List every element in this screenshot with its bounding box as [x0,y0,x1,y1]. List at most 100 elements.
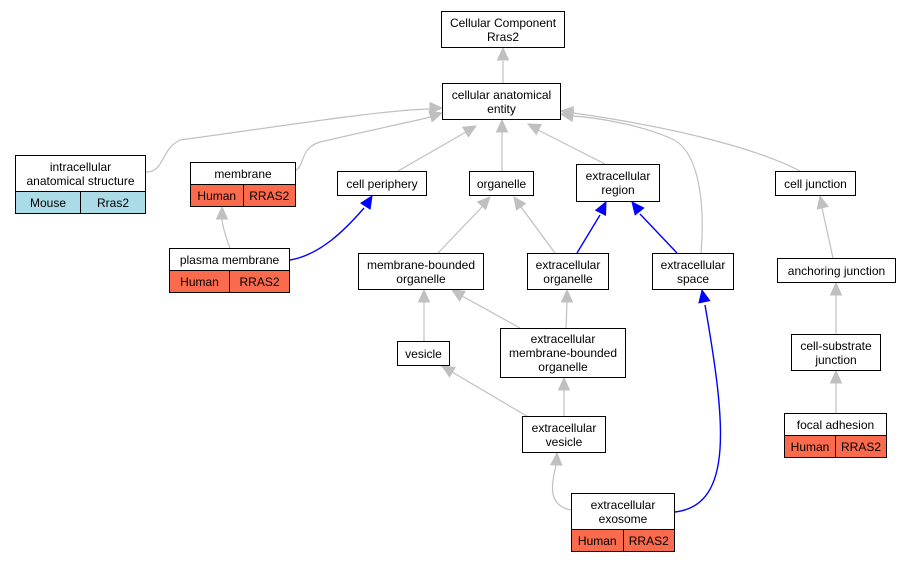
edge-line [437,206,483,254]
node-anchoring[interactable]: anchoring junction [777,258,896,283]
node-label: cell periphery [346,176,418,191]
node-ecregion[interactable]: extracellular region [576,164,660,202]
edge-arrowhead [550,451,563,466]
edge-ecmbo-to-mbo [450,289,521,329]
edge-ecves-to-ecmbo [557,376,571,416]
edge-arrowhead [698,288,711,304]
edge-line [221,218,231,249]
edge-line [295,116,431,171]
node-junction[interactable]: cell junction [775,171,856,196]
edge-arrowhead [496,46,510,61]
edge-vesicle-to-mbo [417,288,431,341]
node-root[interactable]: Cellular Component Rras2 [441,11,565,48]
edge-junction-to-cae [559,105,801,172]
gene-cell: Rras2 [80,192,145,213]
edge-line [145,108,431,173]
edge-focal-to-csj [829,369,843,413]
node-label: anchoring junction [787,263,886,278]
node-cae[interactable]: cellular anatomical entity [442,83,561,120]
node-label: extracellular region [585,169,651,197]
edge-eco-to-organelle [513,196,556,254]
edge-arrowhead [594,200,607,216]
node-label: cellular anatomical entity [451,87,552,116]
node-ecspace[interactable]: extracellular space [652,253,734,290]
edge-arrowhead [215,205,229,220]
edge-line [821,207,834,259]
node-label: plasma membrane [179,252,280,267]
edge-arrowhead [359,194,373,210]
node-label: vesicle [405,346,442,361]
edge-line [576,214,601,254]
edge-arrowhead [450,289,466,302]
edge-line [639,213,678,254]
edge-line [572,112,801,172]
node-label: extracellular space [660,257,726,286]
node-label: extracellular membrane-bounded organelle [508,332,618,374]
species-cell: Human [170,271,229,292]
gene-cell: RRAS2 [229,271,289,292]
edge-arrowhead [440,365,456,378]
edge-arrowhead [429,101,444,115]
node-label: membrane-bounded organelle [366,257,476,286]
edge-line [572,115,703,254]
edge-anchoring-to-junction [816,194,834,259]
gene-cell: RRAS2 [835,436,886,457]
node-eco[interactable]: extracellular organelle [527,253,609,290]
node-label: cell-substrate junction [800,338,872,367]
edge-membrane-to-cae [295,110,444,171]
node-mbo[interactable]: membrane-bounded organelle [358,253,484,290]
node-label: extracellular organelle [535,257,601,286]
node-organelle[interactable]: organelle [469,171,534,196]
edge-line [537,129,606,165]
edge-periphery-to-cae [397,125,478,172]
node-csj[interactable]: cell-substrate junction [791,334,881,371]
edge-arrowhead [631,201,645,216]
edge-organelle-to-cae [495,118,509,171]
edge-plasma-to-periphery [289,194,373,261]
edge-arrowhead [557,376,571,391]
edge-arrowhead [526,123,542,136]
node-label: cell junction [784,176,847,191]
node-ecmbo[interactable]: extracellular membrane-bounded organelle [500,328,626,378]
edge-line [674,304,722,513]
edge-exosome-to-ecves [550,451,572,511]
node-label: membrane [214,166,272,181]
edge-cae-to-root [496,46,510,83]
node-label: intracellular anatomical structure [26,159,135,188]
edge-arrowhead [476,196,491,211]
edge-ias-to-cae [145,101,444,173]
edge-eco-to-ecregion [576,200,607,254]
node-label: organelle [476,176,527,191]
edge-ecspace-to-ecregion [631,201,678,254]
node-label: focal adhesion [796,417,875,432]
edge-line [520,206,556,254]
species-cell: Human [572,530,623,551]
edge-line [551,464,572,511]
edge-line [565,301,568,329]
edge-arrowhead [513,196,527,211]
edge-line [461,295,521,329]
edge-arrowhead [559,105,575,119]
node-vesicle[interactable]: vesicle [397,341,450,366]
node-label: extracellular vesicle [531,420,597,449]
edge-arrowhead [560,288,574,303]
edge-line [451,371,531,419]
node-ecves[interactable]: extracellular vesicle [522,416,606,453]
edge-arrowhead [462,125,478,138]
edge-arrowhead [829,369,843,384]
edge-mbo-to-organelle [437,196,491,254]
species-cell: Mouse [16,192,80,213]
gene-cell: RRAS2 [242,185,295,206]
edge-exosome-to-ecspace [674,288,722,513]
node-periphery[interactable]: cell periphery [337,171,427,196]
